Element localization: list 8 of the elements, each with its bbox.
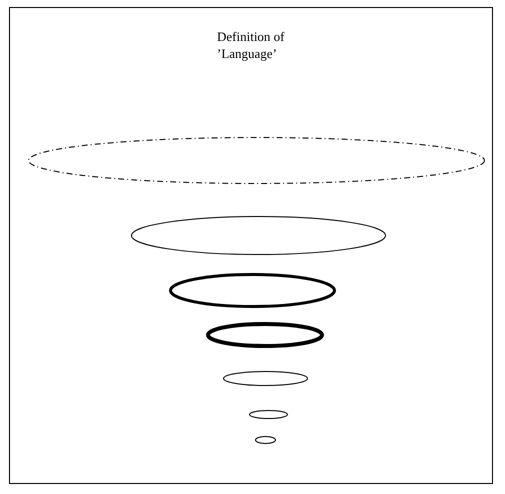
ellipse: [28, 136, 484, 184]
ellipse: [130, 216, 386, 254]
ellipse: [206, 322, 324, 348]
ellipse: [248, 410, 288, 418]
diagram-title: Definition of ’Language’: [217, 28, 286, 62]
ellipse: [222, 370, 308, 386]
ellipse: [254, 436, 276, 444]
ellipse: [168, 272, 336, 308]
